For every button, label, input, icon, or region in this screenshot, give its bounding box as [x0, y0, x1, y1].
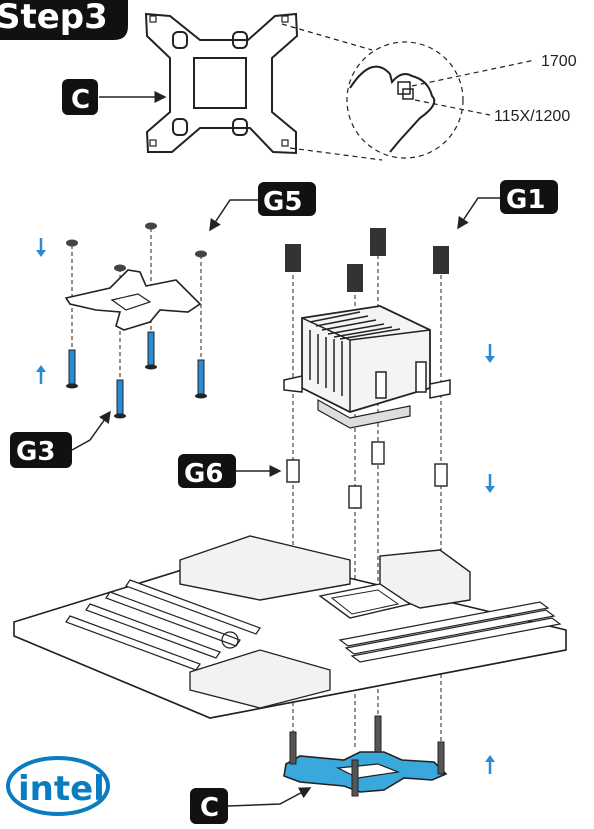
- pump-block: [283, 305, 451, 429]
- label-g1: G1: [457, 180, 558, 230]
- label-g3: G3: [10, 410, 111, 468]
- svg-text:G1: G1: [506, 185, 545, 215]
- svg-text:G3: G3: [16, 437, 55, 467]
- arrow-down-icon: [36, 238, 46, 257]
- label-g5: G5: [209, 182, 316, 232]
- backplate-c: [283, 715, 448, 797]
- step-header: Step3: [0, 0, 128, 40]
- standoffs: [286, 441, 448, 509]
- intel-logo-text: intel: [18, 769, 105, 809]
- callout-1700: 1700: [541, 53, 577, 70]
- svg-text:G6: G6: [184, 459, 223, 489]
- bracket-c-top: [144, 12, 299, 155]
- callout-115x-1200: 115X/1200: [494, 108, 570, 125]
- small-bracket-assembly: [64, 222, 207, 419]
- svg-text:G5: G5: [263, 187, 302, 217]
- intel-logo: intel: [6, 756, 110, 816]
- label-g6: G6: [178, 454, 282, 489]
- arrow-up-icon: [485, 755, 495, 774]
- label-c-bottom: C: [190, 787, 312, 824]
- motherboard: [13, 535, 567, 719]
- socket-zoom-detail: [281, 23, 536, 161]
- step-title: Step3: [0, 0, 108, 37]
- svg-text:C: C: [71, 85, 90, 115]
- label-c-top: C: [62, 79, 167, 115]
- svg-text:C: C: [200, 793, 219, 823]
- arrow-down-icon: [485, 474, 495, 493]
- arrow-up-icon: [36, 365, 46, 384]
- arrow-down-icon: [485, 344, 495, 363]
